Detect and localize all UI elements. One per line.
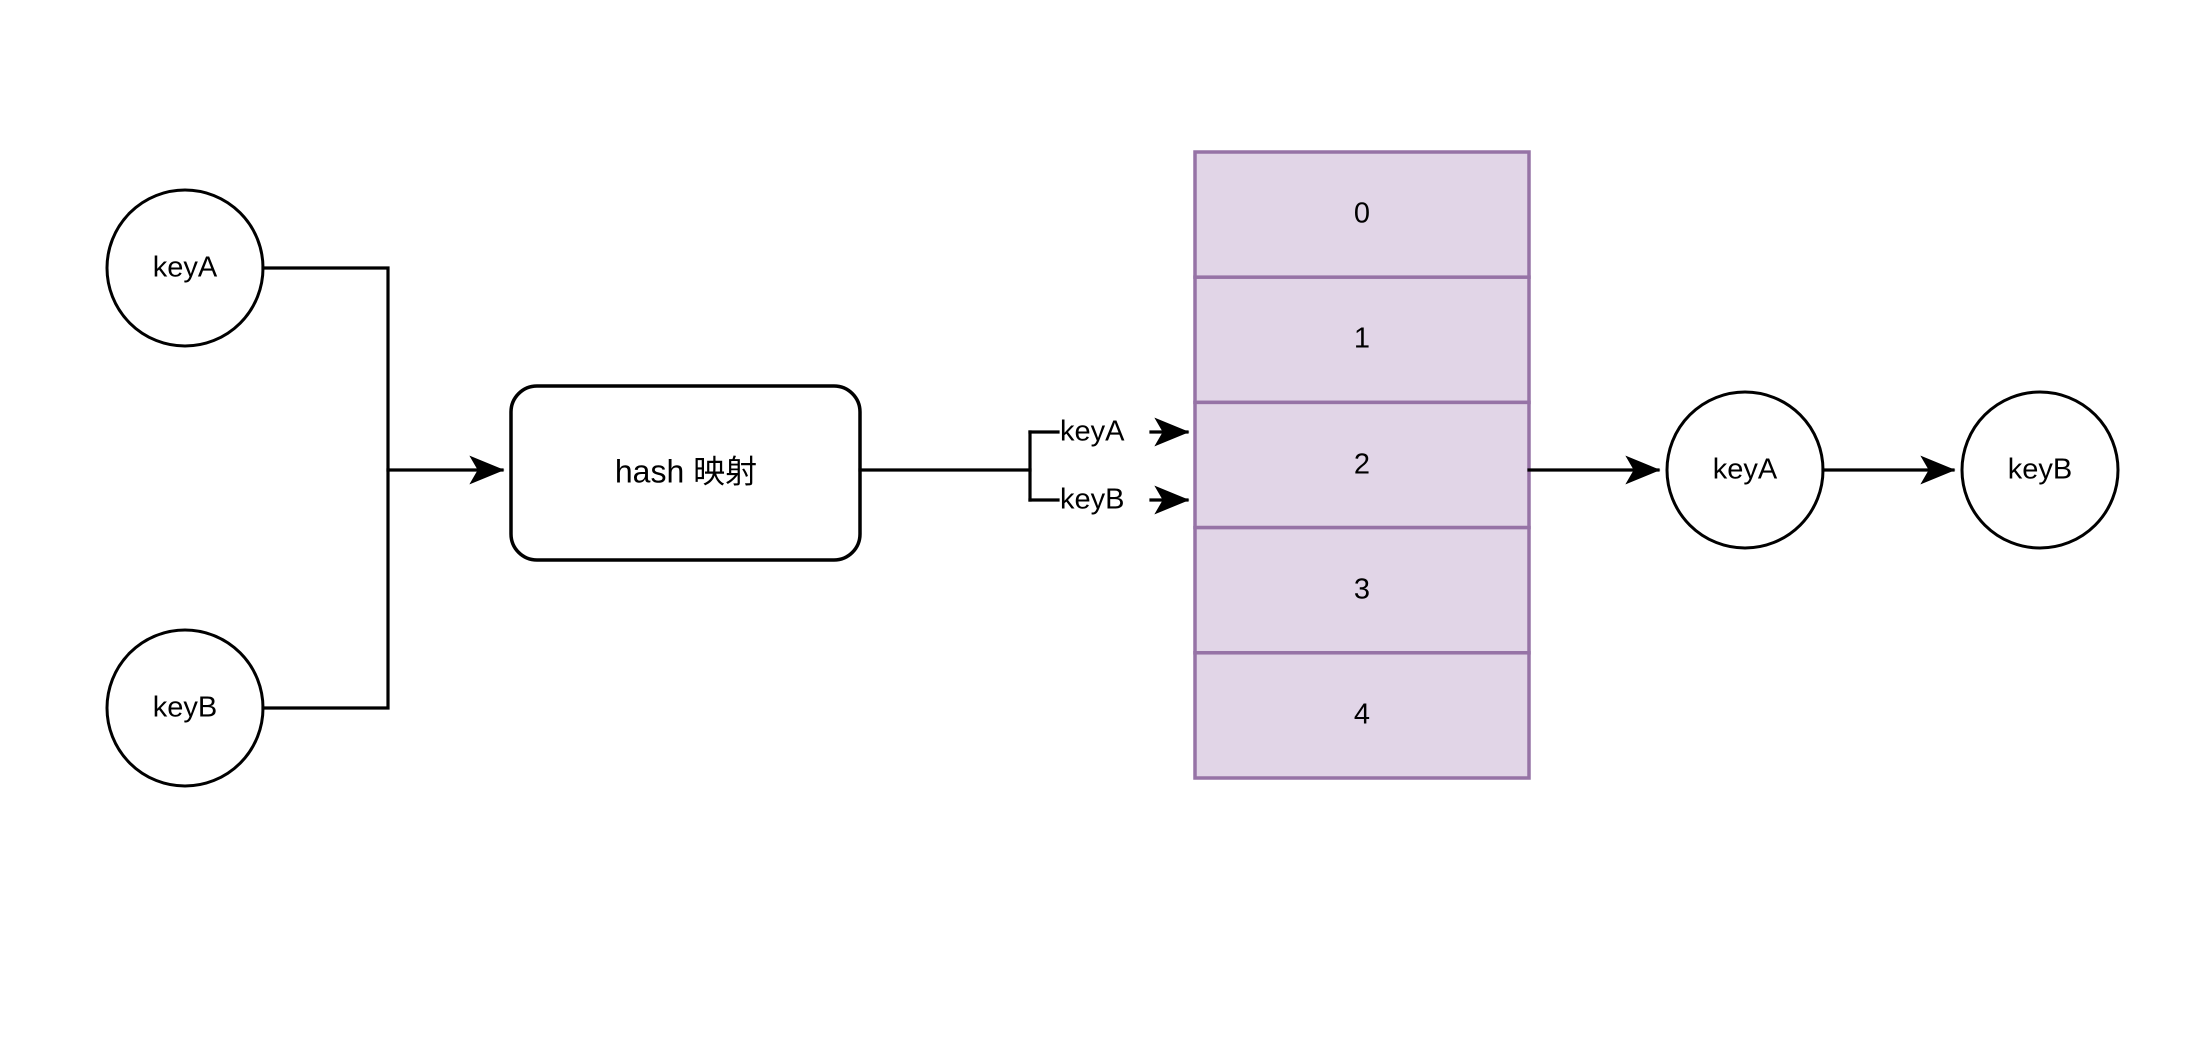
branch-label-keyb: keyB <box>1060 484 1124 516</box>
bucket-cell-4[interactable]: 4 <box>1193 651 1531 780</box>
bucket-cell-1[interactable]: 1 <box>1193 275 1531 405</box>
edge-inputs-merge <box>261 266 390 710</box>
bucket-cell-3-shape[interactable] <box>1193 525 1531 655</box>
bucket-cell-4-shape[interactable] <box>1193 651 1531 780</box>
chain-keyb-label: keyB <box>2008 454 2072 486</box>
hash-box-shape[interactable] <box>509 384 862 562</box>
bucket-cell-3[interactable]: 3 <box>1193 525 1531 655</box>
bucket-cell-1-label: 1 <box>1354 323 1370 355</box>
hash-process-box[interactable]: hash 映射 <box>509 384 862 562</box>
bucket-cell-2-label: 2 <box>1354 449 1370 481</box>
chain-keya-label: keyA <box>1713 454 1778 486</box>
bucket-cell-4-label: 4 <box>1354 699 1370 731</box>
bucket-array: 0 1 2 3 4 <box>1193 150 1531 780</box>
hash-box-label: hash 映射 <box>615 453 757 489</box>
bucket-cell-0[interactable]: 0 <box>1193 150 1531 279</box>
bucket-cell-0-label: 0 <box>1354 198 1370 230</box>
chain-keyb-circle[interactable] <box>1960 390 2120 550</box>
bucket-cell-3-label: 3 <box>1354 574 1370 606</box>
chain-node-keya[interactable]: keyA <box>1665 390 1825 550</box>
input-node-keya[interactable]: keyA <box>105 188 265 348</box>
input-node-keyb[interactable]: keyB <box>105 628 265 788</box>
chain-node-keyb[interactable]: keyB <box>1960 390 2120 550</box>
bucket-cell-2[interactable]: 2 <box>1193 400 1531 530</box>
input-keya-label: keyA <box>153 252 218 284</box>
branch-label-keya: keyA <box>1060 416 1125 448</box>
input-keyb-label: keyB <box>153 692 217 724</box>
